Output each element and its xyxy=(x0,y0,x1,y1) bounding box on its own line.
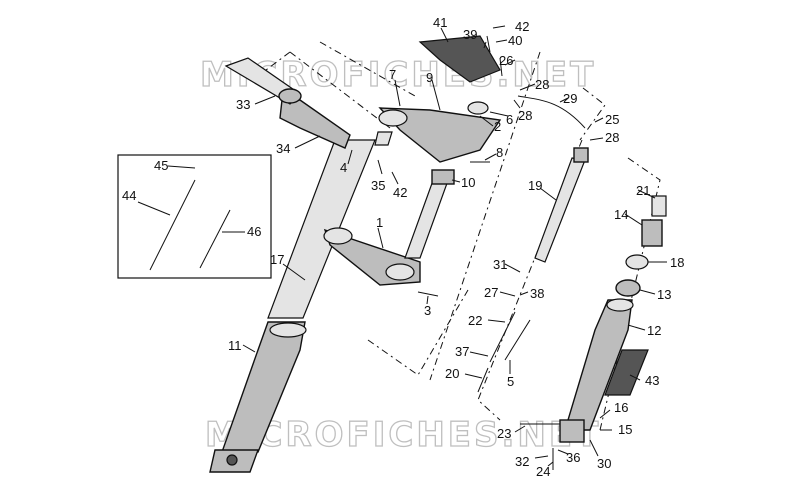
right-damper-rod xyxy=(534,157,586,263)
callout-32: 32 xyxy=(515,454,529,469)
callout-28-top: 28 xyxy=(535,77,549,92)
callout-37: 37 xyxy=(455,344,469,359)
callout-14: 14 xyxy=(614,207,628,222)
spring-main xyxy=(489,311,516,363)
callout-28-right: 28 xyxy=(605,130,619,145)
upper-yoke xyxy=(378,107,502,163)
callout-38: 38 xyxy=(530,286,544,301)
callout-13: 13 xyxy=(657,287,671,302)
callout-8: 8 xyxy=(496,145,503,160)
callout-10: 10 xyxy=(461,175,475,190)
callout-42-top: 42 xyxy=(515,19,529,34)
bushing-21 xyxy=(651,195,667,217)
callout-9: 9 xyxy=(426,70,433,85)
callout-22: 22 xyxy=(468,313,482,328)
callout-36: 36 xyxy=(566,450,580,465)
ring-13 xyxy=(615,279,641,297)
callout-1: 1 xyxy=(376,215,383,230)
callout-46: 46 xyxy=(247,224,261,239)
inset-box xyxy=(117,154,272,279)
top-cover xyxy=(418,35,501,83)
callout-18: 18 xyxy=(670,255,684,270)
spring-short xyxy=(477,367,489,393)
leader-lines xyxy=(137,25,667,467)
callout-33: 33 xyxy=(236,97,250,112)
bolt-26 xyxy=(499,57,503,77)
guide-line-left-top xyxy=(289,51,391,129)
rod-inset xyxy=(199,209,231,269)
guide-line-top xyxy=(319,41,416,97)
callout-17: 17 xyxy=(270,252,284,267)
callout-23: 23 xyxy=(497,426,511,441)
callout-39: 39 xyxy=(463,27,477,42)
reflector-43 xyxy=(604,349,649,396)
ring-18 xyxy=(625,254,649,270)
callout-34: 34 xyxy=(276,141,290,156)
callout-43: 43 xyxy=(645,373,659,388)
right-fork-foot xyxy=(559,419,585,443)
callout-35: 35 xyxy=(371,178,385,193)
callout-3: 3 xyxy=(424,303,431,318)
callout-28-mid: 28 xyxy=(518,108,532,123)
callout-45: 45 xyxy=(154,158,168,173)
upper-yoke-nut xyxy=(467,101,489,115)
callout-25: 25 xyxy=(605,112,619,127)
callout-30: 30 xyxy=(597,456,611,471)
stem-collar xyxy=(431,169,455,185)
left-fork-tube xyxy=(267,139,376,319)
steering-stem xyxy=(404,174,451,259)
callout-41: 41 xyxy=(433,15,447,30)
callout-6: 6 xyxy=(506,112,513,127)
callout-26: 26 xyxy=(499,53,513,68)
bracket-clamp xyxy=(278,88,302,104)
callout-24: 24 xyxy=(536,464,550,479)
callout-20: 20 xyxy=(445,366,459,381)
lower-yoke-right-clamp xyxy=(385,263,415,281)
brake-line xyxy=(517,95,586,129)
callout-5: 5 xyxy=(507,374,514,389)
bolt-3 xyxy=(417,291,439,297)
guide-line-middle xyxy=(429,51,541,381)
callout-42-mid: 42 xyxy=(393,185,407,200)
damper-cap xyxy=(573,147,589,163)
callout-44: 44 xyxy=(122,188,136,203)
headlight-bracket xyxy=(279,99,351,149)
guide-line-left-bottom xyxy=(367,289,469,376)
callout-29: 29 xyxy=(563,91,577,106)
callout-31: 31 xyxy=(493,257,507,272)
spring-inset xyxy=(149,179,196,271)
upper-yoke-left-clamp xyxy=(378,109,408,127)
left-slider-top xyxy=(269,322,307,338)
seal-14 xyxy=(641,219,663,247)
callout-19: 19 xyxy=(528,178,542,193)
left-axle-hole xyxy=(226,454,238,466)
right-fork-slider xyxy=(564,299,633,431)
bolt-39 xyxy=(486,35,491,53)
callout-2: 2 xyxy=(494,119,501,134)
callout-40: 40 xyxy=(508,33,522,48)
callout-12: 12 xyxy=(647,323,661,338)
guide-line-right-top xyxy=(579,87,606,141)
fork-cap-left xyxy=(374,131,393,146)
right-slider-top xyxy=(606,298,634,312)
callout-21: 21 xyxy=(636,183,650,198)
callout-15: 15 xyxy=(618,422,632,437)
callout-16: 16 xyxy=(614,400,628,415)
callout-7: 7 xyxy=(389,67,396,82)
callout-4: 4 xyxy=(340,160,347,175)
spacer-tube xyxy=(504,319,531,361)
callout-11: 11 xyxy=(228,338,242,353)
lower-yoke-left-clamp xyxy=(323,227,353,245)
callout-27: 27 xyxy=(484,285,498,300)
